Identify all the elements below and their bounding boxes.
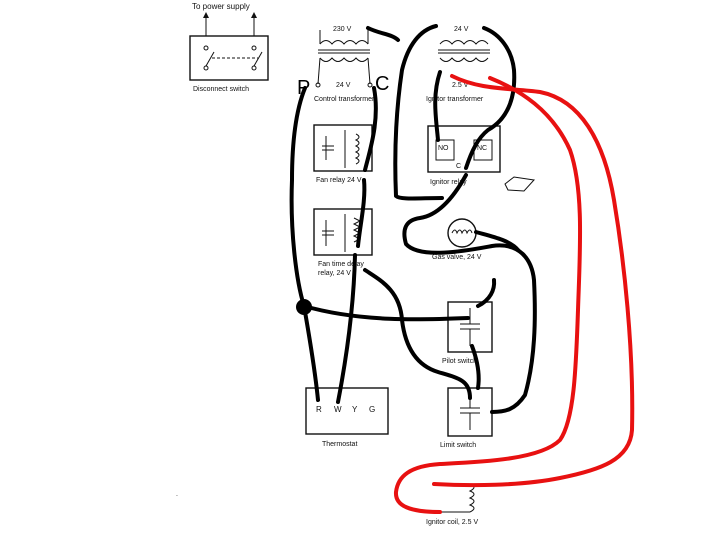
switch-contact-icon bbox=[251, 45, 257, 51]
wire-c-to-fan-relay bbox=[363, 86, 378, 172]
wire-fan-relay-to-delay bbox=[356, 178, 367, 248]
ignitor-transformer: 24 V 2.5 V Ignitor transformer bbox=[426, 26, 490, 103]
switch-blade-icon bbox=[205, 51, 215, 67]
fan-relay: Fan relay 24 V bbox=[313, 124, 373, 184]
wire-ignitor-primary bbox=[393, 24, 444, 201]
switch-blade-icon bbox=[253, 51, 263, 67]
control-transformer-label: Control transformer bbox=[314, 96, 375, 103]
ctrl-primary-voltage: 230 V bbox=[333, 26, 352, 33]
secondary-coil-icon bbox=[319, 57, 369, 62]
fan-time-delay-label-1: Fan time delay bbox=[318, 261, 364, 268]
ignitor-coil-icon bbox=[468, 483, 475, 513]
thermostat-terminal-y: Y bbox=[352, 405, 358, 414]
limit-switch-label: Limit switch bbox=[440, 442, 476, 449]
wire-pilot-top bbox=[476, 278, 497, 308]
fan-time-delay-label-2: relay, 24 V bbox=[318, 270, 351, 277]
thermostat-terminal-g: G bbox=[369, 405, 375, 414]
secondary-lead bbox=[317, 57, 321, 85]
disconnect-switch-label: Disconnect switch bbox=[193, 86, 249, 93]
ignitor-relay-label: Ignitor relay bbox=[430, 179, 467, 186]
relay-no-label: NO bbox=[438, 145, 449, 152]
ignitor-transformer-label: Ignitor transformer bbox=[426, 96, 484, 103]
wire-ign-secondary-to-relay bbox=[433, 70, 442, 142]
ignitor-probe-icon bbox=[504, 176, 535, 192]
terminal-icon bbox=[315, 82, 321, 88]
primary-coil-icon bbox=[319, 40, 369, 45]
terminal-icon bbox=[367, 82, 373, 88]
disconnect-switch: To power supply Disconnect switch bbox=[189, 2, 269, 93]
wire-ign-secondary-to-coil-inner bbox=[394, 76, 583, 514]
gas-valve: Gas valve, 24 V bbox=[432, 218, 482, 261]
limit-switch: Limit switch bbox=[440, 387, 493, 449]
wire-junction-to-r bbox=[302, 304, 320, 402]
ignitor-relay: NO NC C Ignitor relay bbox=[427, 125, 535, 192]
secondary-lead bbox=[367, 57, 371, 85]
wire-ign-secondary-to-coil-outer bbox=[432, 74, 635, 488]
wire-delay-to-limit bbox=[363, 268, 472, 400]
junction-dot bbox=[296, 299, 312, 315]
black-wires bbox=[289, 24, 537, 414]
thermostat-label: Thermostat bbox=[322, 441, 357, 448]
fan-relay-label: Fan relay 24 V bbox=[316, 177, 362, 184]
gas-valve-label: Gas valve, 24 V bbox=[432, 254, 482, 261]
arrow-head-left-icon bbox=[203, 12, 209, 18]
pilot-switch-label: Pilot switch bbox=[442, 358, 477, 365]
pilot-switch: Pilot switch bbox=[442, 301, 493, 365]
thermostat: R W Y G Thermostat bbox=[305, 387, 389, 448]
relay-no-contact-icon bbox=[435, 139, 455, 161]
wire-pilot-to-limit bbox=[470, 344, 481, 390]
secondary-coil-icon bbox=[439, 57, 489, 62]
wire-gas-valve-right bbox=[474, 230, 520, 252]
relay-nc-label: NC bbox=[477, 145, 487, 152]
arrow-head-right-icon bbox=[251, 12, 257, 18]
thermostat-box bbox=[305, 387, 389, 435]
stray-mark: . bbox=[176, 491, 178, 498]
ignitor-coil-label: Ignitor coil, 2.5 V bbox=[426, 519, 478, 526]
wire-delay-to-w bbox=[336, 253, 357, 404]
ctrl-secondary-voltage: 24 V bbox=[336, 82, 351, 89]
thermostat-terminal-w: W bbox=[334, 405, 342, 414]
ignitor-coil: Ignitor coil, 2.5 V bbox=[426, 483, 478, 526]
wire-ign-primary-to-relay bbox=[464, 26, 517, 170]
marker-c: C bbox=[375, 73, 389, 95]
primary-coil-icon bbox=[439, 40, 489, 45]
relay-c-label: C bbox=[456, 163, 461, 170]
relay-coil-icon bbox=[354, 133, 360, 165]
thermostat-terminal-r: R bbox=[316, 405, 322, 414]
switch-contact-icon bbox=[203, 45, 209, 51]
wire-primary-left bbox=[366, 26, 400, 42]
ign-primary-voltage: 24 V bbox=[454, 26, 469, 33]
ign-secondary-voltage: 2.5 V bbox=[452, 82, 469, 89]
gas-valve-coil-icon bbox=[451, 229, 473, 235]
wire-p-to-junction bbox=[289, 86, 307, 308]
red-wires bbox=[394, 74, 635, 514]
ignitor-relay-box bbox=[427, 125, 501, 173]
wire-relay-gas-valve-loop bbox=[402, 173, 537, 414]
wire-junction-to-pilot bbox=[302, 304, 470, 322]
fan-relay-box bbox=[313, 124, 373, 172]
to-power-supply-label: To power supply bbox=[192, 2, 250, 11]
